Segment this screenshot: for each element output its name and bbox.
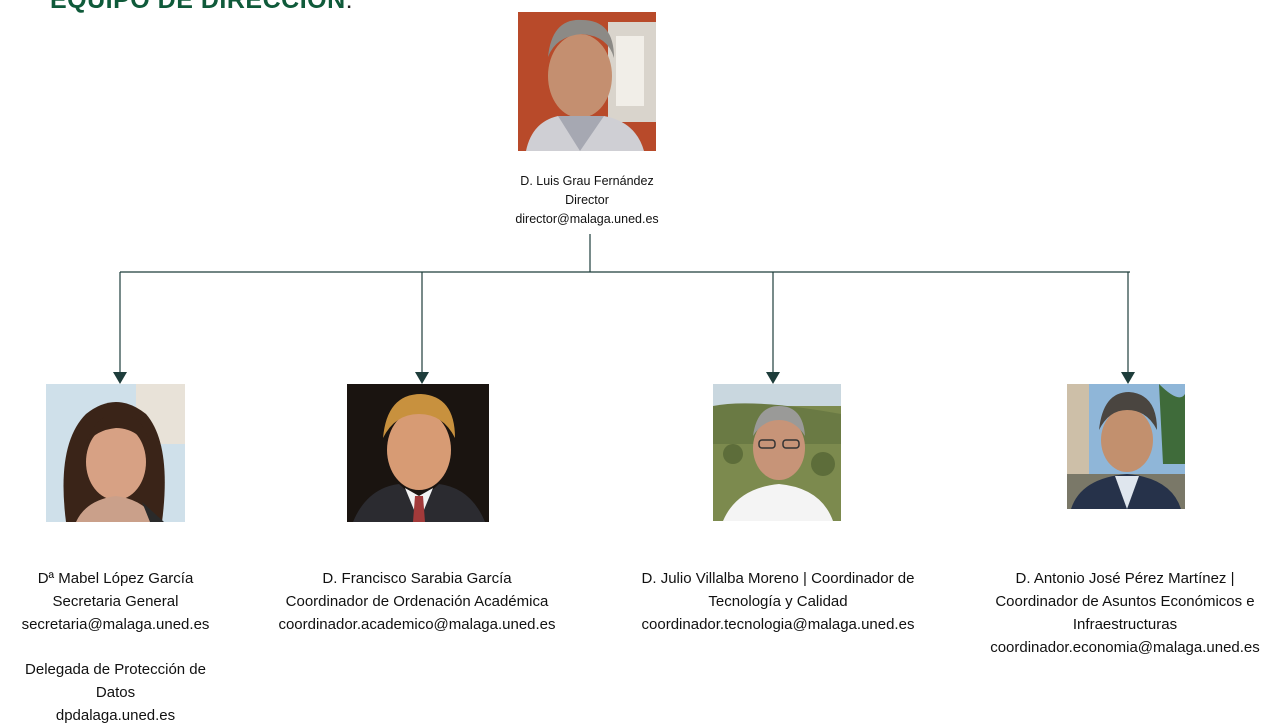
member-caption-3: D. Julio Villalba Moreno | Coordinador d… — [608, 567, 948, 636]
member-2-name: D. Francisco Sarabia García — [322, 570, 512, 587]
director-role: Director — [565, 193, 609, 207]
page-title-colon: : — [345, 0, 354, 14]
member-3-name-line2: Tecnología y Calidad — [708, 593, 848, 610]
member-2-email[interactable]: coordinador.academico@malaga.uned.es — [278, 616, 556, 633]
member-1-extra-email[interactable]: dpdalaga.uned.es — [55, 707, 176, 724]
page-title-text: EQUIPO DE DIRECCIÓN — [50, 0, 346, 14]
member-photo-3 — [713, 384, 841, 521]
director-email[interactable]: director@malaga.uned.es — [515, 212, 659, 226]
member-photo-1 — [46, 384, 185, 522]
member-1-email[interactable]: secretaria@malaga.uned.es — [21, 616, 210, 633]
member-photo-4 — [1067, 384, 1185, 509]
member-4-name-line3: Infraestructuras — [1072, 616, 1178, 633]
member-2-role: Coordinador de Ordenación Académica — [285, 593, 549, 610]
member-3-email[interactable]: coordinador.tecnologia@malaga.uned.es — [641, 616, 915, 633]
member-3-name-line1: D. Julio Villalba Moreno | Coordinador d… — [641, 570, 915, 587]
member-4-name-line1: D. Antonio José Pérez Martínez | — [1015, 570, 1235, 587]
member-4-email[interactable]: coordinador.economia@malaga.uned.es — [990, 639, 1260, 656]
member-1-role: Secretaria General — [52, 593, 179, 610]
member-4-name-line2: Coordinador de Asuntos Económicos e — [995, 593, 1255, 610]
director-photo — [518, 12, 656, 151]
member-caption-1: Dª Mabel López García Secretaria General… — [0, 567, 231, 727]
member-photo-2 — [347, 384, 489, 522]
director-name: D. Luis Grau Fernández — [520, 174, 654, 188]
member-caption-2: D. Francisco Sarabia García Coordinador … — [247, 567, 587, 636]
member-caption-4: D. Antonio José Pérez Martínez | Coordin… — [966, 567, 1284, 659]
member-1-name: Dª Mabel López García — [37, 570, 194, 587]
director-caption: D. Luis Grau Fernández Director director… — [487, 172, 687, 229]
member-1-extra-role-line2: Datos — [95, 684, 136, 701]
page-title: EQUIPO DE DIRECCIÓN: — [50, 0, 353, 15]
member-1-extra-role-line1: Delegada de Protección de — [25, 661, 206, 678]
